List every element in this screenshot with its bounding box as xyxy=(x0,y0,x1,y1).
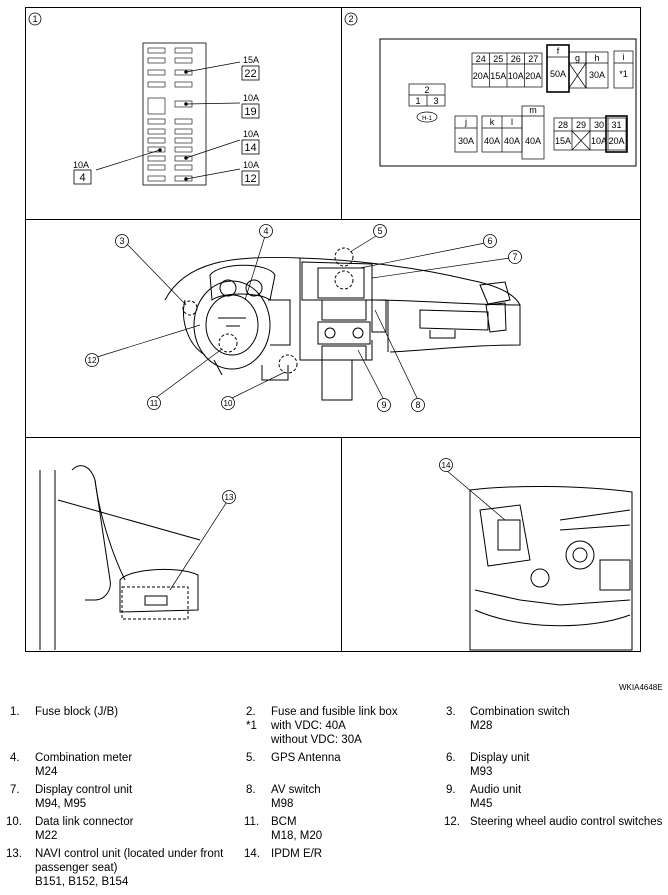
svg-text:40A: 40A xyxy=(484,136,500,146)
svg-text:24: 24 xyxy=(476,54,486,64)
svg-text:6: 6 xyxy=(487,236,492,246)
svg-text:20A: 20A xyxy=(608,136,624,146)
fuse-block-outline xyxy=(142,42,207,186)
svg-text:h: h xyxy=(594,53,599,63)
fuse-callout-22: 15A 22 xyxy=(241,55,260,81)
svg-text:2: 2 xyxy=(424,85,429,95)
svg-text:H-1: H-1 xyxy=(422,116,432,122)
callout-9: 9 xyxy=(377,398,391,412)
figure-code: WKIA4648E xyxy=(619,683,663,692)
callout-7: 7 xyxy=(508,250,522,264)
svg-text:11: 11 xyxy=(150,399,159,408)
panel-fuse-block: 1 15A 22 1 xyxy=(28,12,260,186)
svg-text:10A: 10A xyxy=(243,93,259,103)
svg-text:14: 14 xyxy=(442,461,451,470)
svg-text:50A: 50A xyxy=(550,69,566,79)
svg-text:i: i xyxy=(623,52,625,62)
svg-text:40A: 40A xyxy=(504,136,520,146)
svg-text:3: 3 xyxy=(119,236,124,246)
svg-text:40A: 40A xyxy=(525,136,541,146)
fuse-callout-12: 10A 12 xyxy=(241,160,260,186)
svg-text:*1: *1 xyxy=(619,69,628,79)
navi-unit-location xyxy=(121,586,189,620)
svg-text:10A: 10A xyxy=(243,129,259,139)
svg-text:13: 13 xyxy=(225,493,234,502)
fuse-callout-14: 10A 14 xyxy=(241,129,260,155)
link-box-outline xyxy=(379,38,637,167)
dashboard-drawing xyxy=(164,256,521,401)
svg-text:m: m xyxy=(529,105,537,115)
callout-5: 5 xyxy=(373,224,387,238)
svg-text:28: 28 xyxy=(558,120,568,130)
svg-text:25: 25 xyxy=(493,54,503,64)
svg-text:15A: 15A xyxy=(490,71,506,81)
location-circles xyxy=(182,247,354,374)
panel-number-1: 1 xyxy=(32,14,37,24)
svg-text:19: 19 xyxy=(244,106,256,118)
svg-text:30A: 30A xyxy=(589,70,605,80)
fuse-callout-4: 10A 4 xyxy=(73,160,92,185)
legend: 1. Fuse block (J/B) 2. Fuse and fusible … xyxy=(6,706,663,888)
fuse-leader-lines xyxy=(95,61,241,181)
panel-link-box: 2 xyxy=(344,12,637,167)
fuse-callout-19: 10A 19 xyxy=(241,93,260,119)
svg-text:8: 8 xyxy=(415,400,420,410)
svg-text:10A: 10A xyxy=(591,136,607,146)
svg-text:f: f xyxy=(557,46,560,56)
svg-text:20A: 20A xyxy=(525,71,541,81)
dashboard-leaders xyxy=(96,235,511,401)
panel-number-2: 2 xyxy=(348,14,353,24)
svg-text:29: 29 xyxy=(576,120,586,130)
svg-text:l: l xyxy=(511,117,513,127)
svg-text:27: 27 xyxy=(528,54,538,64)
svg-text:12: 12 xyxy=(244,173,256,185)
svg-text:7: 7 xyxy=(512,252,517,262)
component-location-figure: 1 15A 22 1 xyxy=(25,7,641,652)
link-box-labels: 24 25 26 27 20A 15A 10A 20A f 50A g h 30… xyxy=(415,46,627,146)
svg-text:10A: 10A xyxy=(508,71,524,81)
svg-text:14: 14 xyxy=(244,142,256,154)
callout-14: 14 xyxy=(439,458,453,472)
callout-13: 13 xyxy=(222,490,236,504)
svg-text:22: 22 xyxy=(244,68,256,80)
number-callouts: 3 4 5 6 7 8 9 10 11 12 13 14 xyxy=(85,224,522,504)
panel-dashboard xyxy=(96,235,521,401)
svg-text:k: k xyxy=(490,117,495,127)
svg-text:30: 30 xyxy=(594,120,604,130)
svg-text:5: 5 xyxy=(377,226,382,236)
callout-10: 10 xyxy=(221,396,235,410)
callout-6: 6 xyxy=(483,234,497,248)
svg-text:10: 10 xyxy=(224,399,233,408)
svg-text:9: 9 xyxy=(381,400,386,410)
svg-text:30A: 30A xyxy=(458,136,474,146)
svg-text:1: 1 xyxy=(415,96,420,106)
svg-text:10A: 10A xyxy=(73,160,89,170)
svg-text:4: 4 xyxy=(263,226,268,236)
svg-text:3: 3 xyxy=(433,96,438,106)
callout-12: 12 xyxy=(85,353,99,367)
callout-4: 4 xyxy=(259,224,273,238)
callout-11: 11 xyxy=(147,396,161,410)
svg-text:4: 4 xyxy=(79,172,85,184)
svg-text:j: j xyxy=(464,117,467,127)
callout-3: 3 xyxy=(115,234,129,248)
fuse-slots xyxy=(147,47,193,182)
figure-frame xyxy=(25,7,641,652)
svg-text:15A: 15A xyxy=(243,55,259,65)
svg-text:g: g xyxy=(575,53,580,63)
svg-text:31: 31 xyxy=(611,120,621,130)
panel-seat xyxy=(39,465,229,650)
svg-text:26: 26 xyxy=(511,54,521,64)
panel-engine xyxy=(445,469,633,651)
svg-text:10A: 10A xyxy=(243,160,259,170)
callout-8: 8 xyxy=(411,398,425,412)
svg-text:12: 12 xyxy=(88,356,97,365)
svg-text:20A: 20A xyxy=(473,71,489,81)
svg-text:15A: 15A xyxy=(555,136,571,146)
